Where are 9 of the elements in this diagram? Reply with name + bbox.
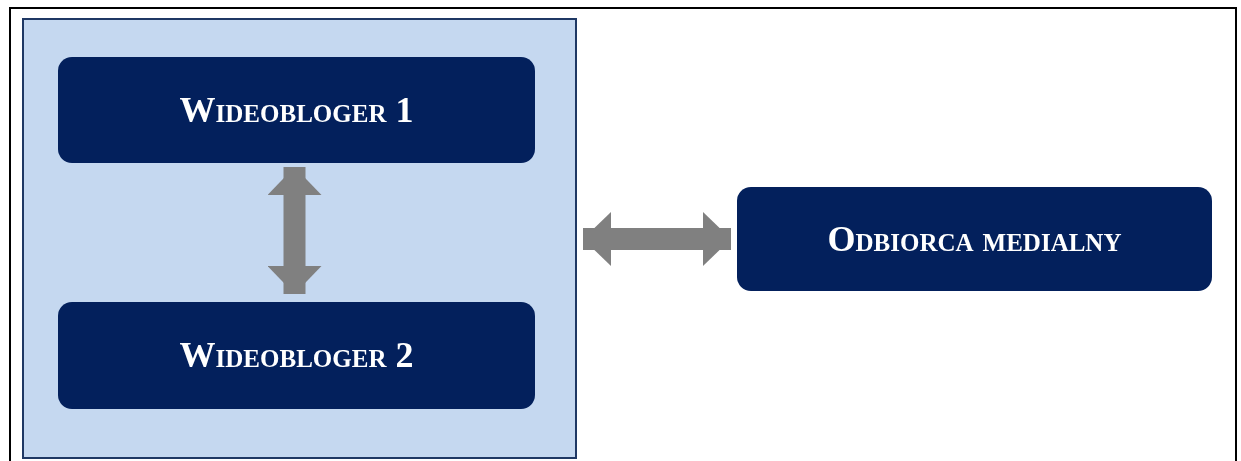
group-panel	[22, 18, 577, 459]
double-arrow	[267, 167, 322, 294]
node-label: Wideobloger 2	[179, 334, 414, 377]
process-box	[58, 302, 535, 409]
node-label: Wideobloger 1	[179, 88, 414, 132]
node-label: Odbiorca medialny	[827, 217, 1122, 261]
double-arrow	[583, 212, 731, 266]
process-box	[737, 187, 1212, 291]
process-box	[58, 57, 535, 163]
